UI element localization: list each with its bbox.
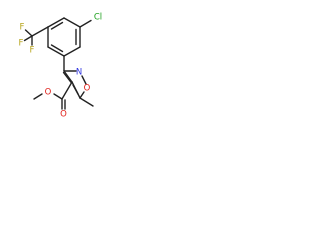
bond-methoxy xyxy=(33,93,43,100)
bond xyxy=(63,70,73,83)
chlorine-label: Cl xyxy=(94,13,102,23)
ester-oxygen-label: O xyxy=(45,88,52,98)
bond xyxy=(31,26,49,37)
isoxazole-ring xyxy=(62,70,87,99)
trifluoromethyl-group xyxy=(23,26,49,46)
bond-to-chlorine xyxy=(79,19,92,28)
bond xyxy=(61,81,73,100)
molecule-drawing: Cl N O O O F F F xyxy=(19,13,103,120)
double-bond-inner xyxy=(50,21,64,30)
ester-group xyxy=(33,81,73,110)
double-bond-outer xyxy=(62,71,73,84)
carbonyl-oxygen-label: O xyxy=(60,110,67,120)
bond-to-fluorine xyxy=(23,35,33,42)
bond xyxy=(79,91,85,99)
bond xyxy=(47,17,65,28)
nitrogen-label: N xyxy=(76,68,82,78)
bond xyxy=(47,46,65,57)
fluorine-label: F xyxy=(20,23,25,33)
bond-to-ester-oxygen xyxy=(53,93,63,100)
fluorine-label: F xyxy=(19,39,24,49)
ring-oxygen-label: O xyxy=(84,84,91,94)
benzene-ring xyxy=(47,17,81,57)
bond xyxy=(63,17,81,28)
bond-methyl xyxy=(79,97,94,107)
fluorine-label: F xyxy=(30,46,35,56)
double-bond-inner xyxy=(72,84,79,95)
bond xyxy=(81,75,87,85)
bond-to-fluorine xyxy=(24,29,33,37)
structure-diagram: Cl N O O O F F F xyxy=(0,0,152,152)
double-bond-inner xyxy=(50,44,64,53)
bond xyxy=(63,46,81,57)
